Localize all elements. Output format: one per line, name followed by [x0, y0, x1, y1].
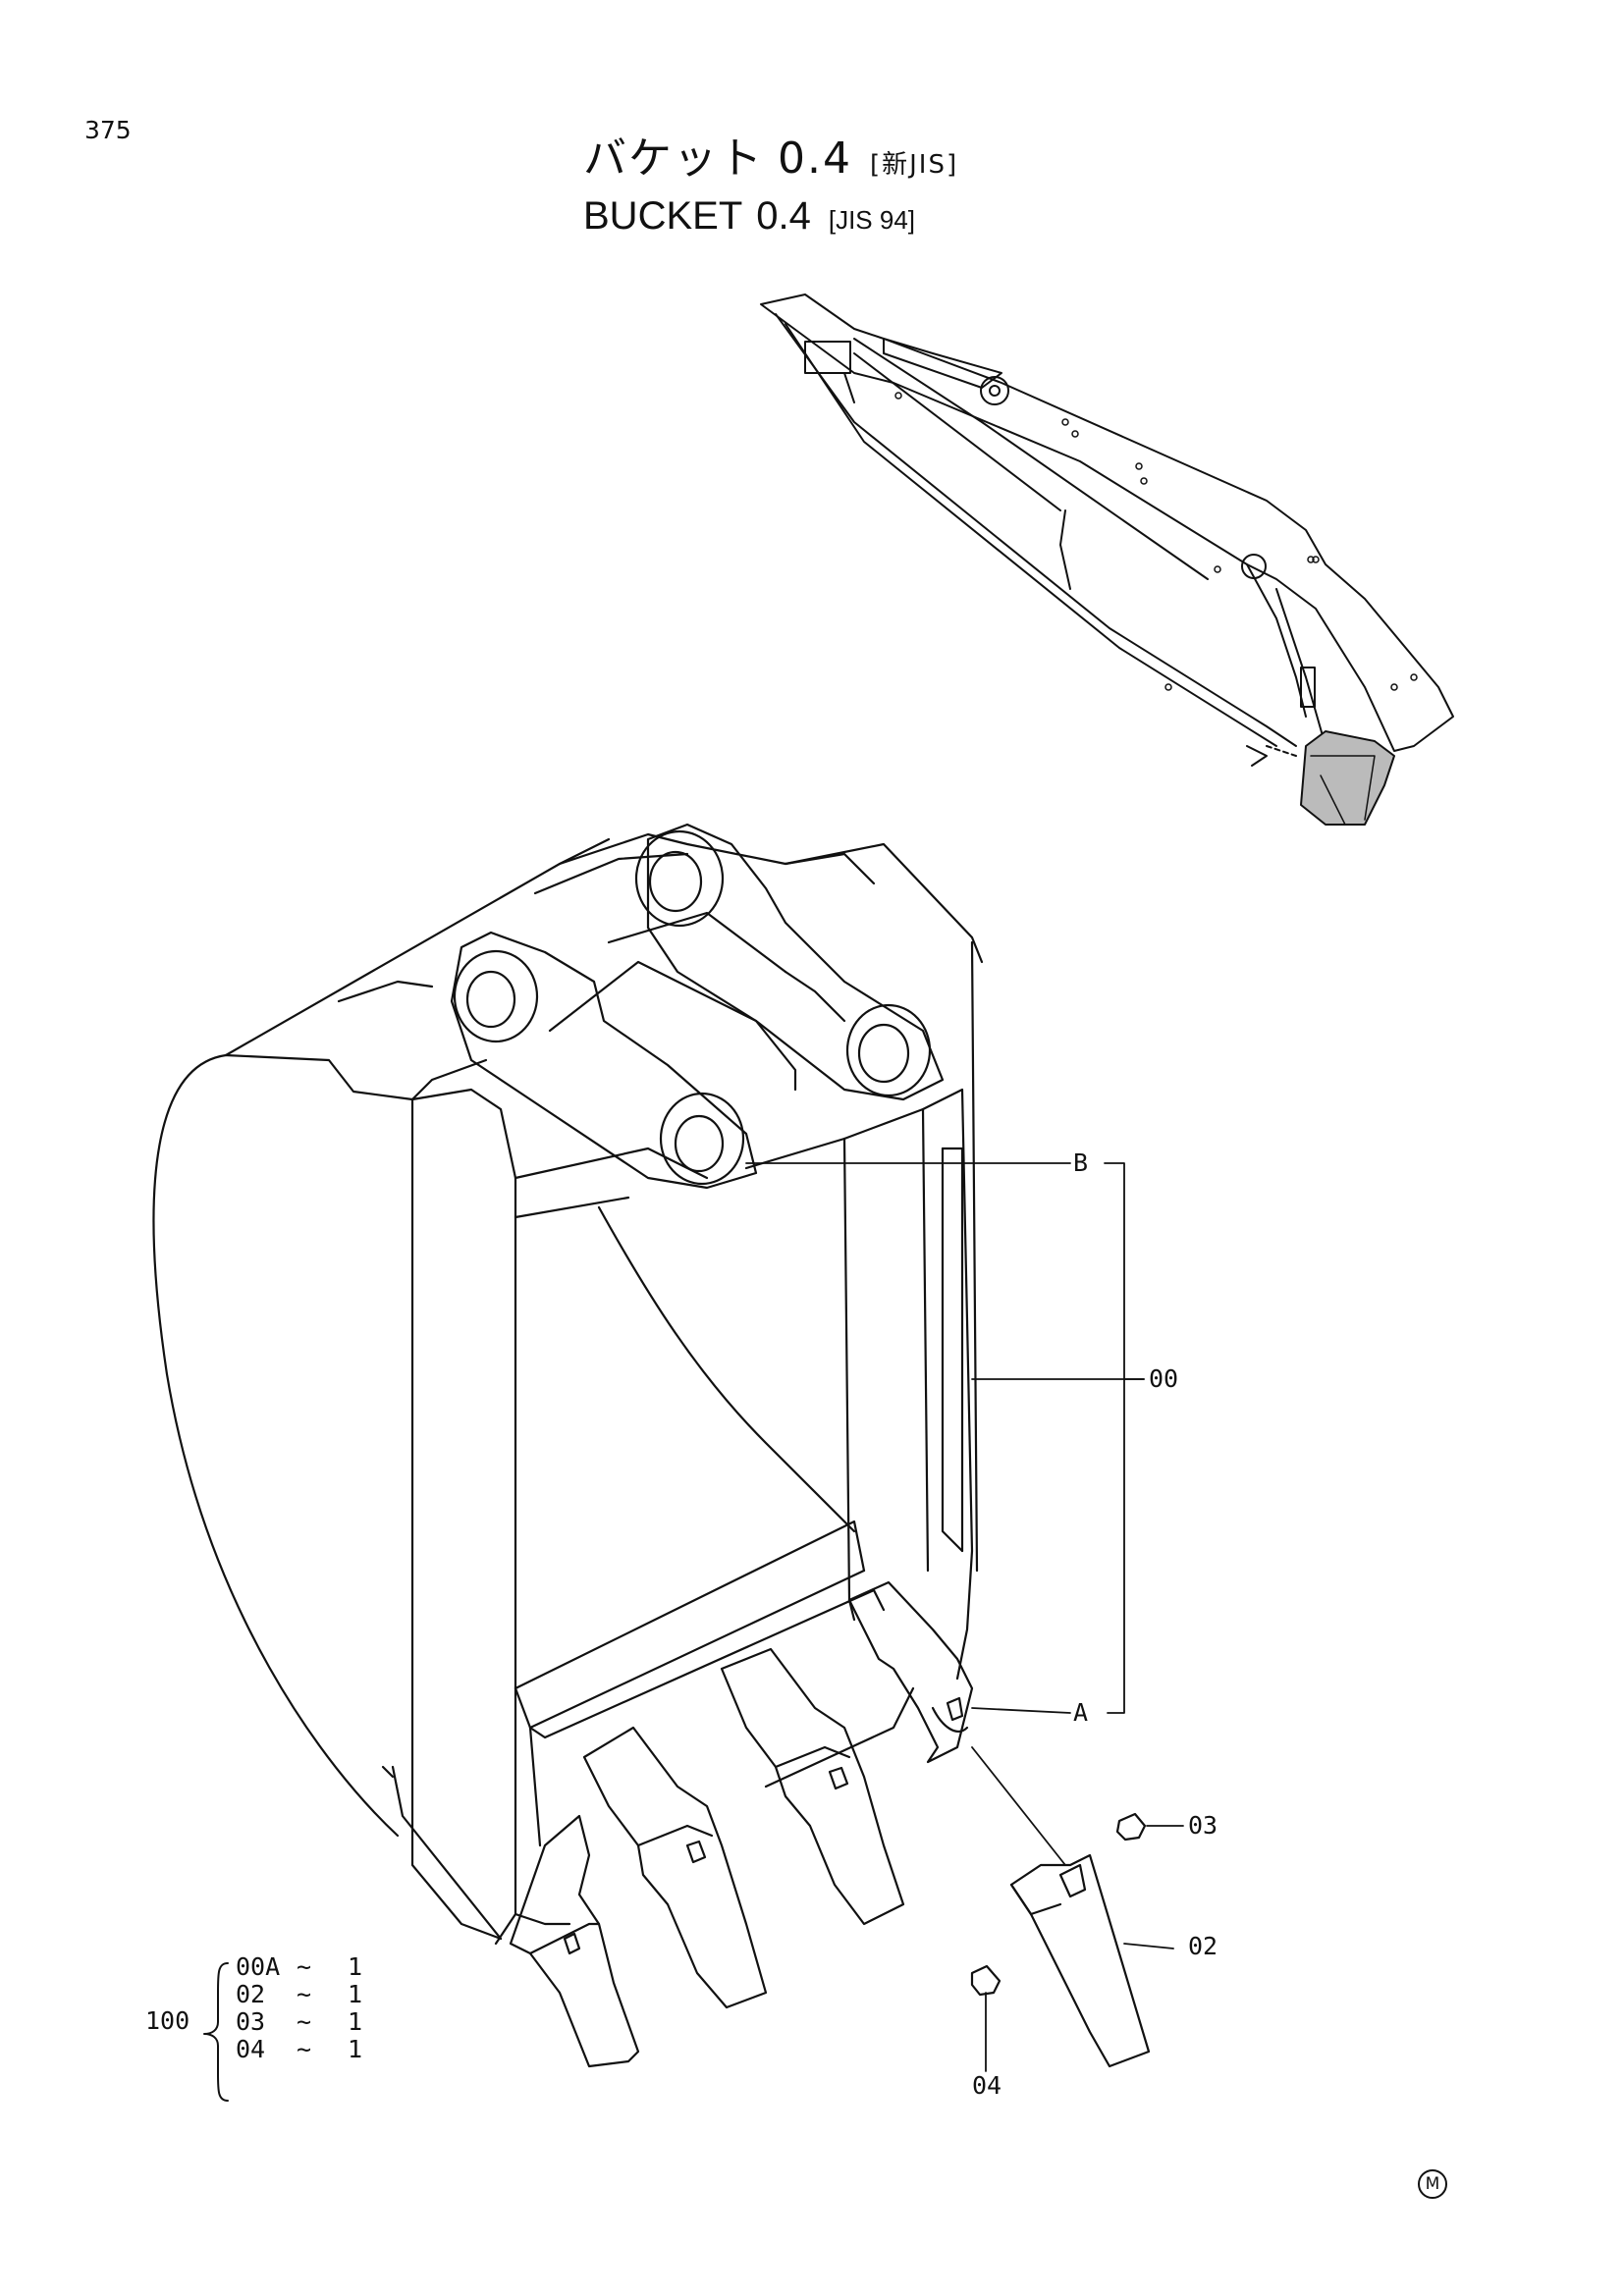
tooth-3: [720, 1647, 905, 1926]
kit-row-sep: ~: [297, 1952, 312, 1981]
page-number: 375: [84, 116, 132, 144]
title-jp-text: バケット: [583, 133, 764, 184]
kit-row-part: 04: [236, 2035, 266, 2063]
kit-row: 04 ~1: [236, 2036, 362, 2063]
exploded-pin-03: [1115, 1812, 1147, 1842]
kit-row-part: 03: [236, 2007, 266, 2036]
bucket-bosses: [453, 829, 932, 1186]
kit-row-sep: ~: [297, 1980, 312, 2008]
tooth-1: [509, 1814, 640, 2068]
title-en-standard: [JIS 94]: [828, 205, 916, 235]
kit-row: 02 ~1: [236, 1981, 362, 2008]
kit-rows: 00A ~1 02 ~1 03 ~1 04 ~1: [236, 1953, 362, 2063]
title-en-size: 0.4: [756, 194, 811, 238]
kit-row: 03 ~1: [236, 2008, 362, 2036]
title-en-text: BUCKET: [583, 194, 743, 238]
kit-row-part: 02: [236, 1980, 266, 2008]
kit-brace: [203, 1962, 229, 2102]
callout-b: B: [1073, 1148, 1089, 1177]
tooth-2: [582, 1726, 768, 2009]
kit-row-part: 00A: [236, 1952, 281, 1981]
kit-row-qty: 1: [348, 1952, 363, 1981]
callout-03: 03: [1188, 1811, 1218, 1840]
exploded-tooth-02: [1009, 1853, 1151, 2068]
bucket-teeth: [509, 1580, 1151, 2068]
kit-row-qty: 1: [348, 2035, 363, 2063]
circled-m-mark: M: [1418, 2169, 1447, 2199]
callout-02: 02: [1188, 1932, 1218, 1960]
tooth-4: [847, 1580, 974, 1764]
kit-total-part: 100: [145, 2006, 190, 2035]
title-jp-size: 0.4: [778, 133, 852, 184]
callout-04: 04: [972, 2071, 1002, 2100]
kit-row: 00A ~1: [236, 1953, 362, 1981]
exploded-lock-04: [970, 1964, 1001, 1997]
kit-row-sep: ~: [297, 2035, 312, 2063]
title-jp-standard: [新JIS]: [869, 150, 959, 180]
callout-a: A: [1073, 1698, 1089, 1727]
excavator-arm-keymap: [760, 294, 1454, 826]
callout-00: 00: [1149, 1364, 1179, 1393]
title-english: BUCKET 0.4 [JIS 94]: [583, 196, 915, 236]
bucket-body: [152, 823, 984, 1946]
kit-row-qty: 1: [348, 1980, 363, 2008]
callout-lines: [745, 1162, 1184, 2072]
kit-row-qty: 1: [348, 2007, 363, 2036]
kit-row-sep: ~: [297, 2007, 312, 2036]
